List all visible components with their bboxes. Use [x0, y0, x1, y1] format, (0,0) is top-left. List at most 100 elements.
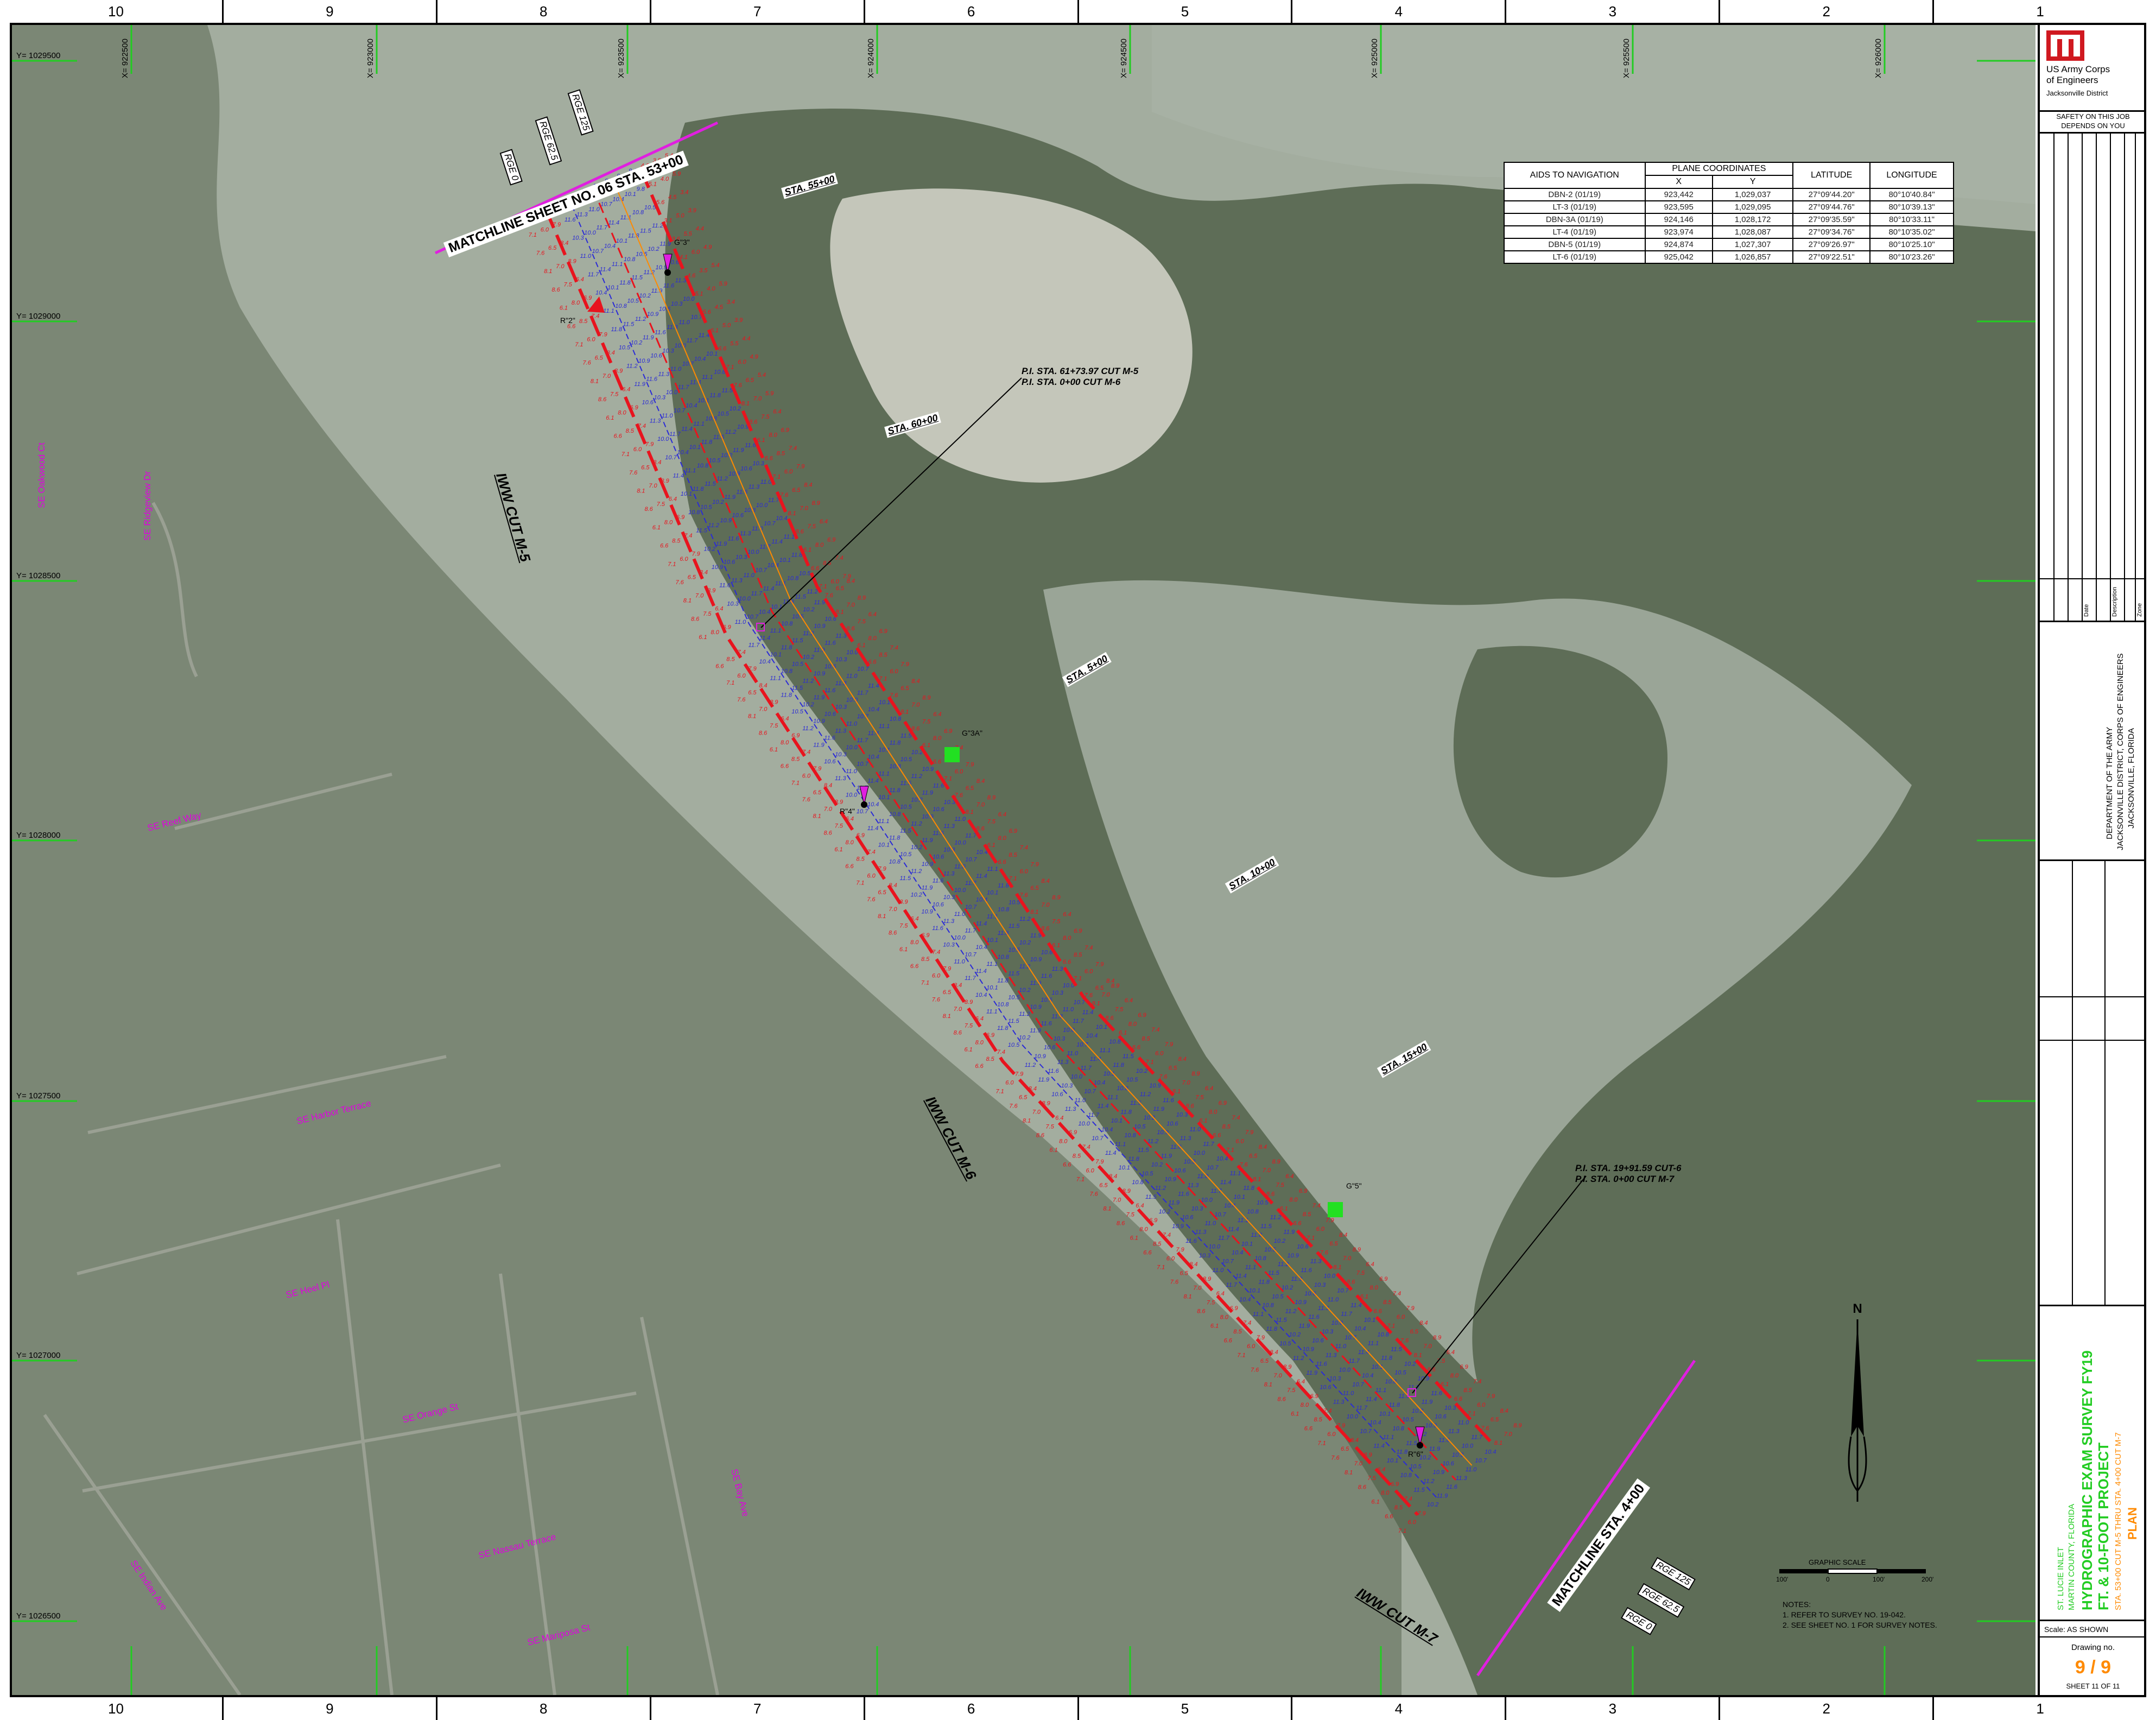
sounding-value: 6.6 [910, 963, 919, 970]
sounding-value: 10.0 [584, 230, 596, 236]
sounding-value: 11.5 [900, 827, 911, 834]
sounding-value: 7.5 [1287, 1387, 1296, 1394]
sounding-value: 7.0 [695, 592, 704, 599]
sounding-value: 6.4 [669, 496, 677, 503]
sounding-value: 8.1 [1345, 1469, 1353, 1476]
sounding-value: 8.6 [911, 725, 920, 732]
sounding-value: 7.5 [858, 618, 866, 625]
sounding-value: 10.2 [803, 606, 814, 613]
sounding-value: 6.6 [998, 859, 1006, 865]
sounding-value: 8.6 [1277, 1396, 1286, 1402]
zone-label: 6 [865, 1697, 1079, 1720]
sounding-value: 11.8 [611, 326, 623, 333]
sounding-value: 10.2 [631, 339, 642, 346]
sounding-value: 6.4 [1447, 1349, 1455, 1356]
sounding-value: 6.4 [998, 811, 1006, 818]
sounding-value: 8.9 [1191, 1071, 1200, 1077]
sounding-value: 11.2 [1155, 1185, 1166, 1192]
sounding-value: 6.6 [718, 346, 727, 352]
sounding-value: 10.3 [671, 301, 683, 307]
sounding-value: 8.4 [847, 578, 855, 585]
sounding-value: 7.1 [1467, 1411, 1475, 1417]
sounding-value: 8.0 [781, 739, 789, 746]
sounding-value: 10.5 [718, 410, 730, 417]
sounding-value: 10.6 [1312, 1337, 1324, 1344]
revision-grid [2040, 134, 2146, 622]
sounding-value: 11.8 [1113, 1062, 1124, 1068]
sounding-value: 10.5 [901, 756, 912, 763]
sounding-value: 8.6 [1266, 1191, 1275, 1197]
sounding-value: 11.1 [986, 961, 998, 968]
sounding-value: 5.1 [649, 181, 657, 187]
sounding-value: 10.3 [727, 600, 739, 607]
sounding-value: 11.0 [1213, 1267, 1224, 1274]
sounding-value: 11.5 [1268, 1270, 1279, 1276]
sounding-value: 10.3 [943, 942, 955, 948]
sounding-value: 6.5 [1099, 1182, 1108, 1188]
sounding-value: 10.8 [1124, 1133, 1136, 1139]
sounding-value: 6.9 [1310, 1393, 1318, 1400]
sounding-value: 10.4 [677, 449, 688, 456]
sounding-value: 10.3 [662, 347, 674, 354]
sounding-value: 10.8 [624, 256, 636, 263]
sounding-value: 10.4 [776, 515, 787, 522]
sounding-value: 10.1 [1387, 1458, 1398, 1464]
sounding-value: 11.8 [998, 930, 1009, 937]
sounding-value: 10.0 [954, 935, 966, 941]
sounding-value: 10.3 [1322, 1329, 1334, 1335]
rev-header: Date [2083, 604, 2090, 617]
sounding-value: 11.8 [781, 644, 792, 651]
sounding-value: 11.1 [1383, 1434, 1394, 1441]
sounding-value: 11.2 [911, 820, 922, 827]
sounding-value: 11.2 [652, 223, 663, 229]
sounding-value: 6.9 [1379, 1276, 1387, 1282]
sounding-value: 11.7 [749, 642, 760, 648]
sounding-value: 11.3 [675, 277, 687, 284]
sounding-value: 10.2 [1151, 1162, 1163, 1168]
sounding-value: 7.5 [703, 611, 712, 617]
sounding-value: 7.6 [737, 697, 746, 703]
sounding-value: 10.3 [1199, 1253, 1211, 1259]
designer-box [2040, 861, 2146, 1306]
sounding-value: 11.8 [1397, 1449, 1408, 1456]
sounding-value: 6.1 [1130, 1235, 1138, 1242]
sounding-value: 8.4 [804, 482, 812, 488]
sounding-value: 11.3 [650, 418, 661, 424]
sounding-value: 10.9 [1288, 1253, 1299, 1259]
sounding-value: 6.1 [1210, 1323, 1219, 1330]
sounding-value: 11.3 [835, 680, 847, 687]
sounding-value: 11.7 [687, 338, 698, 344]
sounding-value: 8.4 [1106, 978, 1114, 984]
safety-text: SAFETY ON THIS JOB [2056, 112, 2130, 121]
sounding-value: 10.5 [700, 504, 712, 511]
sounding-value: 11.3 [1180, 1135, 1191, 1142]
sounding-value: 8.1 [1494, 1440, 1502, 1446]
sounding-value: 8.6 [551, 287, 560, 293]
sounding-value: 8.5 [626, 428, 635, 434]
zone-label: 6 [865, 0, 1079, 23]
sounding-value: 8.1 [741, 401, 750, 407]
sounding-value: 10.3 [943, 894, 955, 901]
table-cell: 27°09'22.51" [1792, 250, 1870, 264]
sounding-value: 10.9 [728, 471, 740, 477]
sounding-value: 7.6 [802, 796, 811, 803]
sounding-value: 11.8 [628, 233, 639, 239]
sounding-value: 10.3 [735, 554, 747, 560]
sounding-value: 11.6 [1041, 1021, 1052, 1027]
sounding-value: 7.1 [622, 451, 630, 458]
sounding-value: 10.7 [1337, 1288, 1349, 1294]
sounding-value: 4.9 [703, 244, 712, 250]
sounding-value: 8.0 [998, 835, 1007, 842]
sounding-value: 11.7 [1080, 1065, 1092, 1071]
sounding-value: 7.5 [922, 718, 931, 725]
sounding-value: 8.5 [1463, 1387, 1472, 1394]
sounding-value: 11.6 [728, 536, 739, 542]
day-beacon-red-icon [587, 296, 605, 313]
sounding-value: 10.6 [724, 559, 735, 566]
zone-strip-bottom: 10 9 8 7 6 5 4 3 2 1 [10, 1697, 2146, 1720]
sounding-value: 10.5 [1126, 1077, 1138, 1083]
aid-label: R"2" [560, 316, 575, 325]
sounding-value: 10.1 [689, 444, 701, 451]
sounding-value: 11.1 [986, 1008, 998, 1015]
sounding-value: 11.1 [612, 261, 623, 268]
